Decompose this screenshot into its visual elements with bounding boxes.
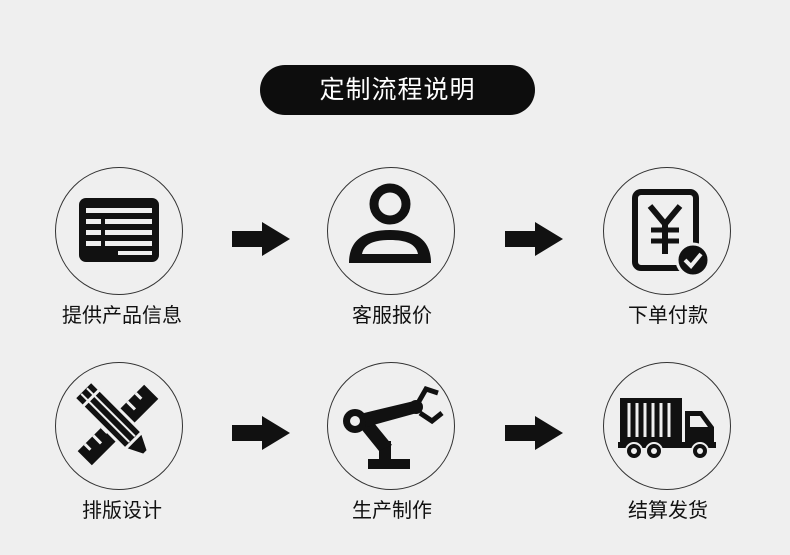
pencil-ruler-design-icon (72, 379, 159, 466)
step-1-circle (55, 167, 183, 295)
step-6-label: 结算发货 (628, 498, 708, 522)
step-5-circle (327, 362, 455, 490)
page-title: 定制流程说明 (260, 65, 535, 115)
arrow-right-icon (505, 222, 563, 256)
product-info-form-icon (79, 198, 159, 262)
arrow-right-icon (505, 416, 563, 450)
arrow-right-icon (232, 416, 290, 450)
yuan-payment-check-icon (632, 189, 711, 278)
step-2-circle (327, 167, 455, 295)
step-5-label: 生产制作 (352, 498, 432, 522)
step-3-circle (603, 167, 731, 295)
delivery-truck-icon (618, 398, 716, 460)
arrow-right-icon (232, 222, 290, 256)
step-6-circle (603, 362, 731, 490)
robot-arm-production-icon (343, 385, 444, 469)
step-3-label: 下单付款 (628, 303, 708, 327)
step-4-circle (55, 362, 183, 490)
step-2-label: 客服报价 (352, 303, 432, 327)
step-1-label: 提供产品信息 (62, 303, 182, 327)
customer-service-person-icon (349, 183, 431, 263)
step-4-label: 排版设计 (82, 498, 162, 522)
